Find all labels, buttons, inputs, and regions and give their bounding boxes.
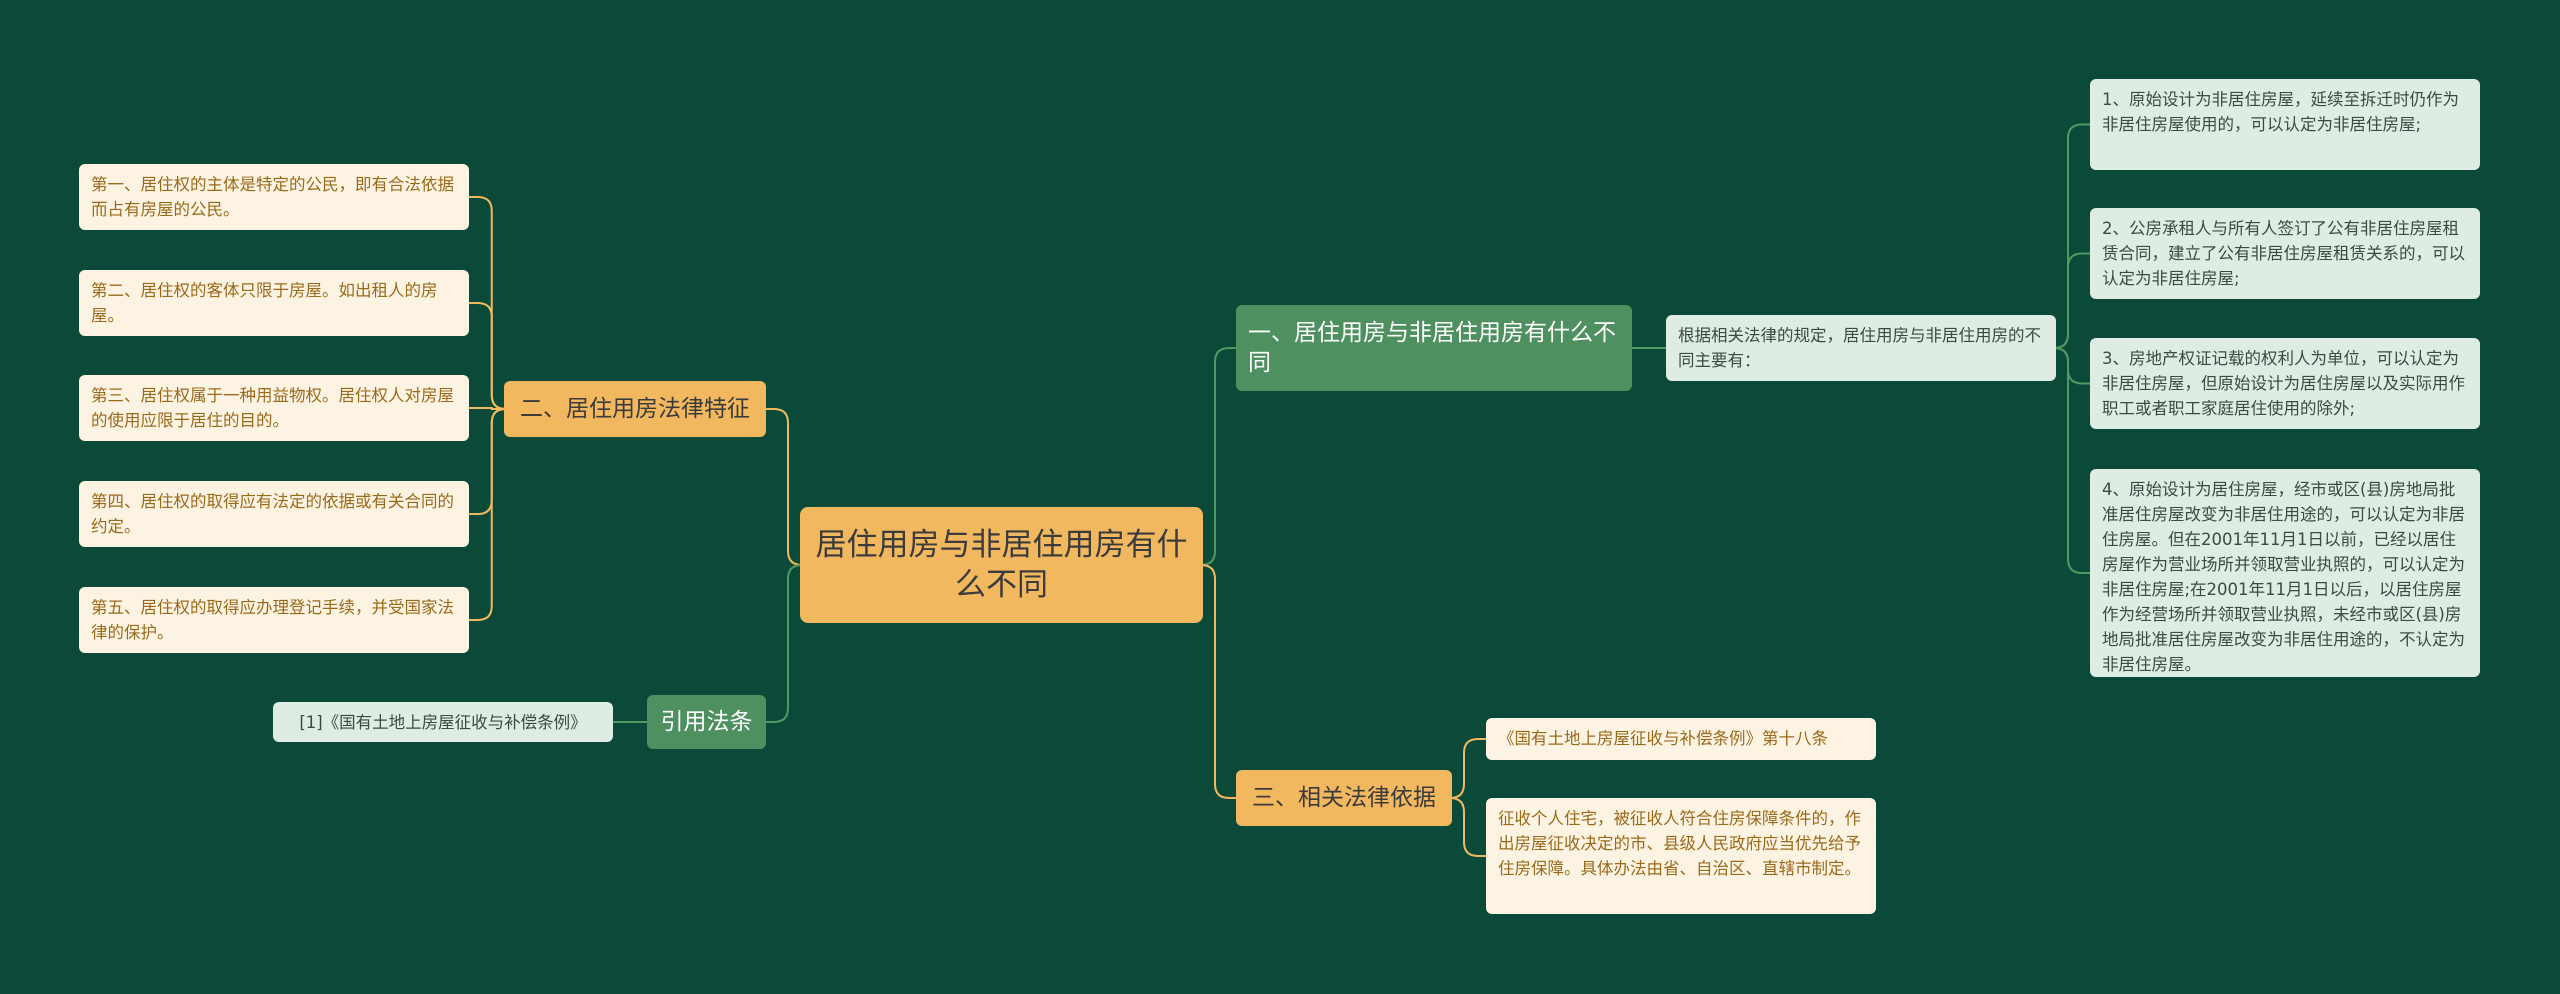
connector-root-branch2 <box>766 408 803 566</box>
feature-item-5[interactable]: 第五、居住权的取得应办理登记手续，并受国家法律的保护。 <box>79 587 469 653</box>
branch-legal-features[interactable]: 二、居住用房法律特征 <box>504 381 766 437</box>
feature-item-2[interactable]: 第二、居住权的客体只限于房屋。如出租人的房屋。 <box>79 270 469 336</box>
difference-item-1[interactable]: 1、原始设计为非居住房屋，延续至拆迁时仍作为非居住房屋使用的，可以认定为非居住房… <box>2090 79 2480 170</box>
connector-root-branch3 <box>1200 564 1236 799</box>
connector-summary-item-3 <box>2053 347 2090 385</box>
branch-cited-laws[interactable]: 引用法条 <box>647 695 766 749</box>
connector-root-branch4 <box>766 564 803 723</box>
connector-branch3-item-2 <box>1449 797 1486 857</box>
connector-branch2-item-2 <box>469 302 506 410</box>
legal-basis-text[interactable]: 征收个人住宅，被征收人符合住房保障条件的，作出房屋征收决定的市、县级人民政府应当… <box>1486 798 1876 914</box>
legal-basis-article[interactable]: 《国有土地上房屋征收与补偿条例》第十八条 <box>1486 718 1876 760</box>
connector-branch2-item-3 <box>469 407 504 410</box>
connector-branch2-item-4 <box>469 408 506 515</box>
difference-item-3[interactable]: 3、房地产权证记载的权利人为单位，可以认定为非居住房屋，但原始设计为居住房屋以及… <box>2090 338 2480 429</box>
connector-root-branch1 <box>1200 347 1236 566</box>
branch-difference[interactable]: 一、居住用房与非居住用房有什么不同 <box>1236 305 1632 391</box>
difference-item-4[interactable]: 4、原始设计为居住房屋，经市或区(县)房地局批准居住房屋改变为非居住用途的，可以… <box>2090 469 2480 677</box>
branch-difference-summary[interactable]: 根据相关法律的规定，居住用房与非居住用房的不同主要有： <box>1666 315 2056 381</box>
difference-item-2[interactable]: 2、公房承租人与所有人签订了公有非居住房屋租赁合同，建立了公有非居住房屋租赁关系… <box>2090 208 2480 299</box>
connector-summary-item-2 <box>2053 252 2090 349</box>
feature-item-3[interactable]: 第三、居住权属于一种用益物权。居住权人对房屋的使用应限于居住的目的。 <box>79 375 469 441</box>
connector-branch2-item-5 <box>469 408 506 621</box>
feature-item-4[interactable]: 第四、居住权的取得应有法定的依据或有关合同的约定。 <box>79 481 469 547</box>
cited-law-item-1[interactable]: [1]《国有土地上房屋征收与补偿条例》 <box>273 702 613 742</box>
connector-summary-item-4 <box>2053 347 2090 574</box>
root-topic[interactable]: 居住用房与非居住用房有什么不同 <box>800 507 1203 623</box>
connector-branch3-item-1 <box>1449 738 1486 799</box>
branch-legal-basis[interactable]: 三、相关法律依据 <box>1236 770 1452 826</box>
feature-item-1[interactable]: 第一、居住权的主体是特定的公民，即有合法依据而占有房屋的公民。 <box>79 164 469 230</box>
connector-summary-item-1 <box>2053 123 2090 349</box>
